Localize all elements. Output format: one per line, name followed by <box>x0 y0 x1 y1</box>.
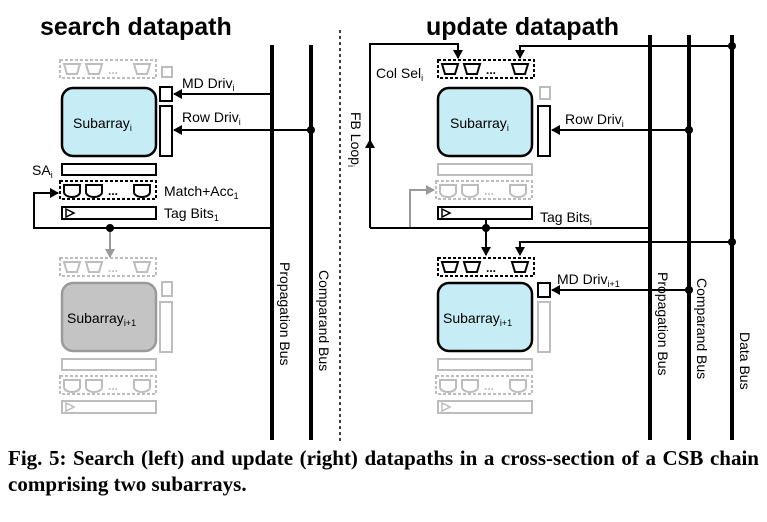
right-fb-to-colsel-wire <box>369 43 463 228</box>
right-md-driver-block <box>537 282 551 298</box>
left-mid-ghost-dots: ... <box>108 261 118 275</box>
right-subarray-i <box>436 86 534 158</box>
left-propagation-bus-label: Propagation Bus <box>277 262 293 366</box>
right-col-sel-dots: ... <box>486 63 496 77</box>
right-next-col-sel-row: ... <box>437 257 535 277</box>
left-top-ghost-dots: ... <box>108 63 118 77</box>
right-next-col-sel-dots: ... <box>486 261 496 275</box>
update-datapath-panel: update datapath Propagation Bus Comparan… <box>346 13 753 440</box>
left-ghost-flipflop-icon <box>65 401 76 413</box>
left-subarray-i <box>60 86 158 158</box>
left-subarray-i-label: Subarrayi <box>73 115 132 133</box>
right-row-driver-label: Row Drivi <box>565 111 624 129</box>
csb-datapath-figure: search datapath Propagation Bus Comparan… <box>32 13 753 442</box>
right-subarray-next-label: Subarrayi+1 <box>443 310 512 328</box>
update-datapath-title: update datapath <box>426 13 619 41</box>
left-match-acc-row: ... <box>59 180 157 200</box>
left-ghost-sa <box>61 358 157 371</box>
right-tag-flipflop-icon <box>441 207 452 219</box>
right-tag-bits-label: Tag Bitsi <box>540 209 592 227</box>
right-databus-tap-top <box>728 42 736 50</box>
right-md-driver-label: MD Drivi+1 <box>557 271 620 289</box>
right-col-sel-row: ... <box>437 59 535 79</box>
left-match-acc-label: Match+Acc1 <box>164 183 239 201</box>
right-comparand-tap-top <box>685 126 693 134</box>
right-bottom-ghost-row: ... <box>435 375 533 395</box>
figure-caption: Fig. 5: Search (left) and update (right)… <box>8 446 759 496</box>
right-row-driver-block <box>537 105 551 157</box>
right-comparand-bus-label: Comparand Bus <box>694 278 710 379</box>
right-subarray-i-label: Subarrayi <box>450 115 509 133</box>
left-tag-bits-label: Tag Bits1 <box>164 205 219 223</box>
left-mid-ghost-row: ... <box>59 257 157 277</box>
right-tag-bits-block <box>437 206 533 220</box>
left-bottom-ghost-dots: ... <box>108 379 118 393</box>
right-col-sel-label: Col Seli <box>376 65 423 83</box>
right-ghost-sa <box>437 163 533 176</box>
right-ghost-match-dots: ... <box>484 184 494 198</box>
right-fb-loop-label: FB Loopi <box>346 112 364 167</box>
left-match-acc-dots: ... <box>108 184 118 198</box>
left-tag-bits-block <box>61 206 157 220</box>
left-sense-amp-label: SAi <box>32 162 53 180</box>
left-md-driver-block <box>159 86 173 102</box>
right-ghost-tag-bits <box>437 400 533 414</box>
left-feedback-loop-wire <box>33 188 110 229</box>
left-row-driver-block <box>159 105 173 157</box>
left-md-driver-label: MD Drivi <box>182 75 235 93</box>
right-databus-tap-bottom <box>728 238 736 246</box>
right-bottom-ghost-dots: ... <box>484 379 494 393</box>
right-ghost-sa-bottom <box>437 358 533 371</box>
left-bottom-ghost-row: ... <box>59 375 157 395</box>
right-ghost-pad-top <box>539 86 551 100</box>
right-subarray-next <box>436 281 534 353</box>
right-propagation-bus-label: Propagation Bus <box>655 272 671 376</box>
left-ghost-md-pad <box>161 281 173 297</box>
left-top-ghost-row: ... <box>59 59 157 79</box>
left-subarray-next-label: Subarrayi+1 <box>67 310 136 328</box>
left-sense-amp-block <box>61 163 157 176</box>
right-data-bus-label: Data Bus <box>737 332 753 390</box>
left-row-driver-label: Row Drivi <box>182 109 241 127</box>
left-ghost-tag-bits <box>61 400 157 414</box>
right-ghost-match-row: ... <box>435 180 533 200</box>
search-datapath-panel: search datapath Propagation Bus Comparan… <box>32 13 332 440</box>
search-datapath-title: search datapath <box>40 13 232 41</box>
left-subarray-next <box>60 281 158 353</box>
right-databus-to-colsel-wire <box>515 45 732 59</box>
right-databus-to-next-wire <box>515 241 732 256</box>
left-comparand-bus-label: Comparand Bus <box>316 270 332 371</box>
right-comparand-tap-bottom <box>685 286 693 294</box>
right-ghost-row-driver <box>537 301 551 353</box>
left-ghost-row-driver <box>159 301 173 353</box>
left-comparand-tap-dot <box>307 126 315 134</box>
left-ghost-pad-top <box>161 66 173 78</box>
left-tag-flipflop-icon <box>65 207 76 219</box>
right-ghost-flipflop-icon <box>441 401 452 413</box>
